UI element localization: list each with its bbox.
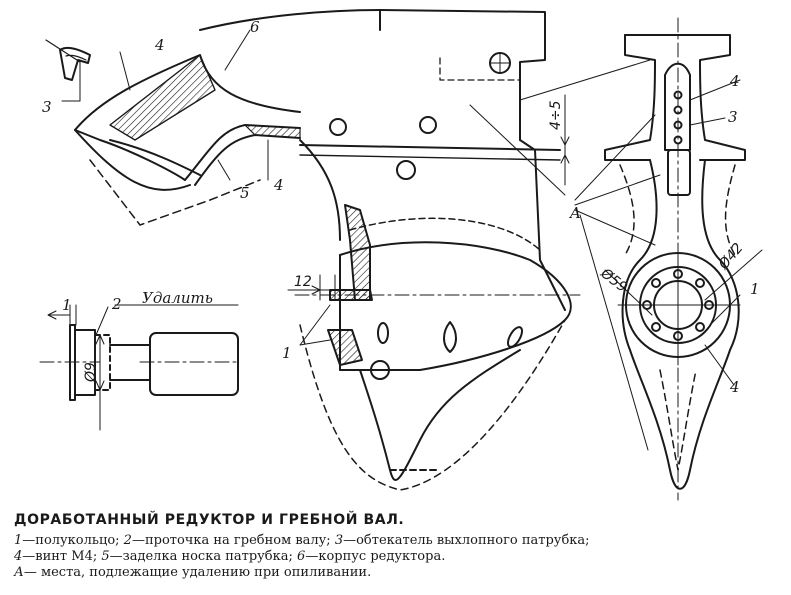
dimension-4-5 — [560, 94, 570, 186]
exhaust-fairing — [45, 39, 301, 226]
gearbox-body-side-view — [199, 9, 581, 491]
gearbox-drawing: 6 4 3 5 4 A 4 3 1 4 1 1 2 Удалить 12 4÷5… — [39, 9, 763, 501]
caption-text: —корпус редуктора. — [305, 549, 446, 564]
label-6-housing: 6 — [250, 18, 260, 36]
dimension-12-value: 12 — [294, 274, 312, 290]
caption-line-3: А— места, подлежащие удалению при опилив… — [14, 565, 784, 581]
caption-num: 1 — [14, 533, 23, 548]
label-2-groove: 2 — [111, 295, 122, 313]
caption-num: 3 — [334, 533, 344, 548]
label-4-front: 4 — [729, 72, 740, 90]
label-4-screw-mid: 4 — [273, 176, 284, 194]
caption-line-2: 4—винт М4; 5—заделка носка патрубка; 6—к… — [14, 549, 784, 565]
figure-caption: ДОРАБОТАННЫЙ РЕДУКТОР И ГРЕБНОЙ ВАЛ. 1—п… — [14, 512, 784, 581]
label-leaders — [61, 29, 269, 181]
caption-num: А — [14, 565, 24, 580]
half-ring-section — [327, 204, 373, 366]
caption-text: —проточка на гребном валу; — [131, 533, 335, 548]
dimension-4-5-value: 4÷5 — [548, 100, 564, 130]
dimension-9-value: Ø9 — [83, 362, 99, 383]
label-4-front-bottom: 4 — [729, 378, 740, 396]
caption-text: —заделка носка патрубка; — [109, 549, 298, 564]
caption-num: 5 — [101, 549, 110, 564]
dimension-42-value: Ø42 — [715, 240, 746, 273]
dimension-12 — [287, 274, 336, 346]
label-4-screw: 4 — [154, 36, 165, 54]
caption-text: — места, подлежащие удалению при опилива… — [23, 565, 372, 580]
label-remove: Удалить — [142, 289, 213, 307]
gearbox-front-view — [604, 17, 763, 501]
label-3-fairing: 3 — [42, 98, 52, 116]
label-1-half-ring: 1 — [282, 344, 292, 362]
propeller-shaft-detail — [39, 304, 241, 431]
label-1-front: 1 — [750, 280, 760, 298]
caption-num: 6 — [297, 549, 306, 564]
label-a-areas: A — [568, 204, 581, 222]
caption-text: —обтекатель выхлопного патрубка; — [343, 533, 590, 548]
caption-num: 4 — [14, 549, 23, 564]
caption-text: —винт М4; — [22, 549, 102, 564]
caption-num: 2 — [123, 533, 132, 548]
caption-text: —полукольцо; — [22, 533, 124, 548]
label-1-detail: 1 — [62, 296, 72, 314]
label-5-nozzle-tip: 5 — [240, 184, 250, 202]
label-3-front: 3 — [728, 108, 738, 126]
caption-line-1: 1—полукольцо; 2—проточка на гребном валу… — [14, 533, 784, 549]
area-a-leaders — [469, 59, 661, 451]
caption-title: ДОРАБОТАННЫЙ РЕДУКТОР И ГРЕБНОЙ ВАЛ. — [14, 512, 405, 528]
